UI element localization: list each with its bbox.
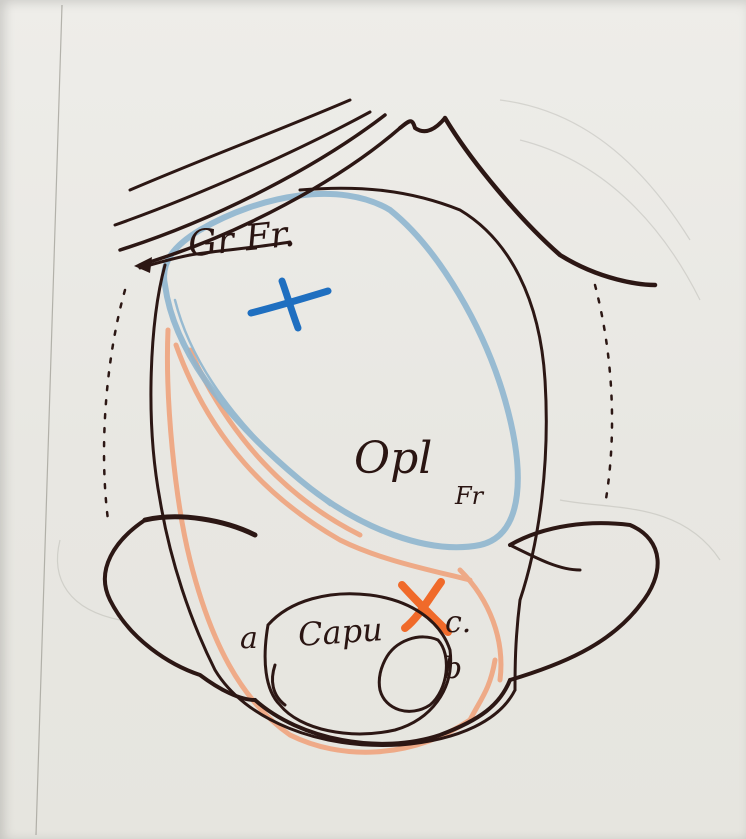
label-a: a xyxy=(240,624,258,654)
label-c: c. xyxy=(445,608,471,638)
label-opl: Opl xyxy=(354,437,432,481)
ink-outline xyxy=(104,100,658,746)
label-opl-fr: Fr xyxy=(455,484,483,508)
blue-cross-mark xyxy=(251,281,328,328)
label-b: b xyxy=(443,654,462,684)
label-capu: Capu xyxy=(297,613,384,651)
paper-margin-line xyxy=(36,5,62,835)
